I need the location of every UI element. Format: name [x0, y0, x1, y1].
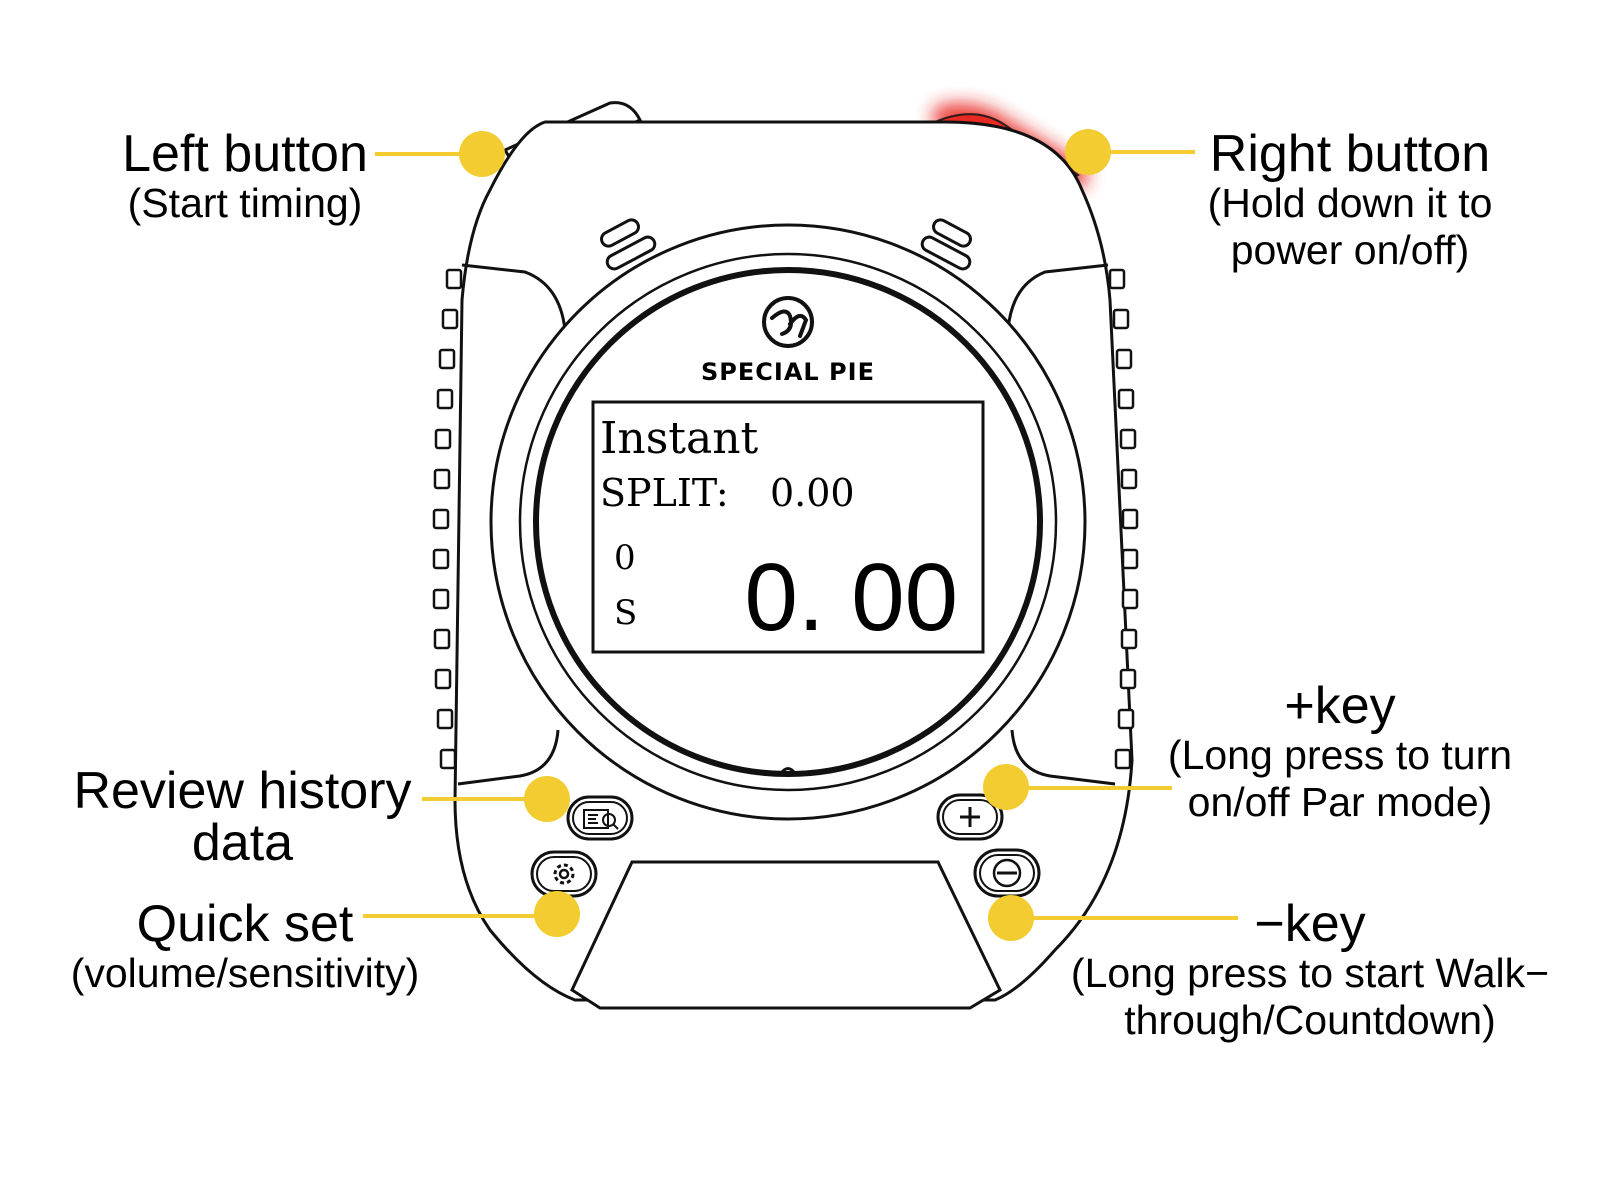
- lcd-main-time: 0. 00: [744, 544, 958, 651]
- quick-set-callout: Quick set (volume/sensitivity): [55, 898, 435, 997]
- minus-key-subtitle-1: (Long press to start Walk−: [1070, 950, 1550, 996]
- speaker-slots-left: [600, 218, 657, 271]
- brand-name: SPECIAL PIE: [701, 358, 875, 386]
- right-button-title: Right button: [1209, 125, 1491, 183]
- lcd-shot-count: 0: [614, 538, 636, 578]
- gear-icon: [553, 863, 575, 885]
- minus-key-callout: −key (Long press to start Walk− through/…: [1060, 898, 1560, 1044]
- left-button-title: Left button: [122, 125, 368, 183]
- right-button-subtitle-1: (Hold down it to: [1207, 180, 1493, 226]
- plus-key-subtitle-1: (Long press to turn: [1167, 732, 1513, 778]
- right-button-callout: Right button (Hold down it to power on/o…: [1190, 128, 1510, 274]
- brand-logo-icon: [762, 296, 814, 348]
- minus-key-button[interactable]: [973, 848, 1041, 898]
- quick-set-button[interactable]: [530, 850, 598, 898]
- left-button-callout: Left button (Start timing): [110, 128, 380, 227]
- lcd-mode: Instant: [600, 413, 759, 464]
- review-history-title-2: data: [191, 814, 294, 872]
- minus-key-subtitle-2: through/Countdown): [1124, 997, 1496, 1043]
- bezel-notch: [778, 767, 798, 776]
- left-grip-ridges: [432, 268, 463, 770]
- review-history-title-1: Review history: [73, 762, 412, 820]
- quick-set-subtitle: (volume/sensitivity): [70, 950, 420, 996]
- plus-key-title: +key: [1284, 677, 1396, 735]
- bottom-stand: [570, 860, 1002, 1010]
- right-grip-panel: [1006, 263, 1116, 786]
- plus-key-callout: +key (Long press to turn on/off Par mode…: [1160, 680, 1520, 826]
- minus-key-title: −key: [1254, 895, 1366, 953]
- lcd-shot-unit: S: [614, 593, 637, 633]
- lcd-screen: [591, 400, 985, 654]
- left-button-subtitle: (Start timing): [127, 180, 363, 226]
- history-button[interactable]: [566, 795, 634, 841]
- plus-icon: [960, 807, 980, 827]
- lcd-split-value: 0.00: [770, 471, 855, 515]
- lcd-split-label: SPLIT:: [600, 471, 729, 515]
- right-grip-ridges: [1108, 268, 1139, 770]
- plus-key-subtitle-2: on/off Par mode): [1187, 779, 1493, 825]
- quick-set-title: Quick set: [136, 895, 354, 953]
- review-history-callout: Review history data: [60, 765, 425, 869]
- history-icon: [583, 809, 619, 830]
- callout-markers: [363, 129, 1238, 941]
- speaker-slots-right: [920, 218, 972, 271]
- left-grip-panel: [457, 263, 567, 786]
- right-button-subtitle-2: power on/off): [1230, 227, 1470, 273]
- plus-key-button[interactable]: [936, 793, 1004, 841]
